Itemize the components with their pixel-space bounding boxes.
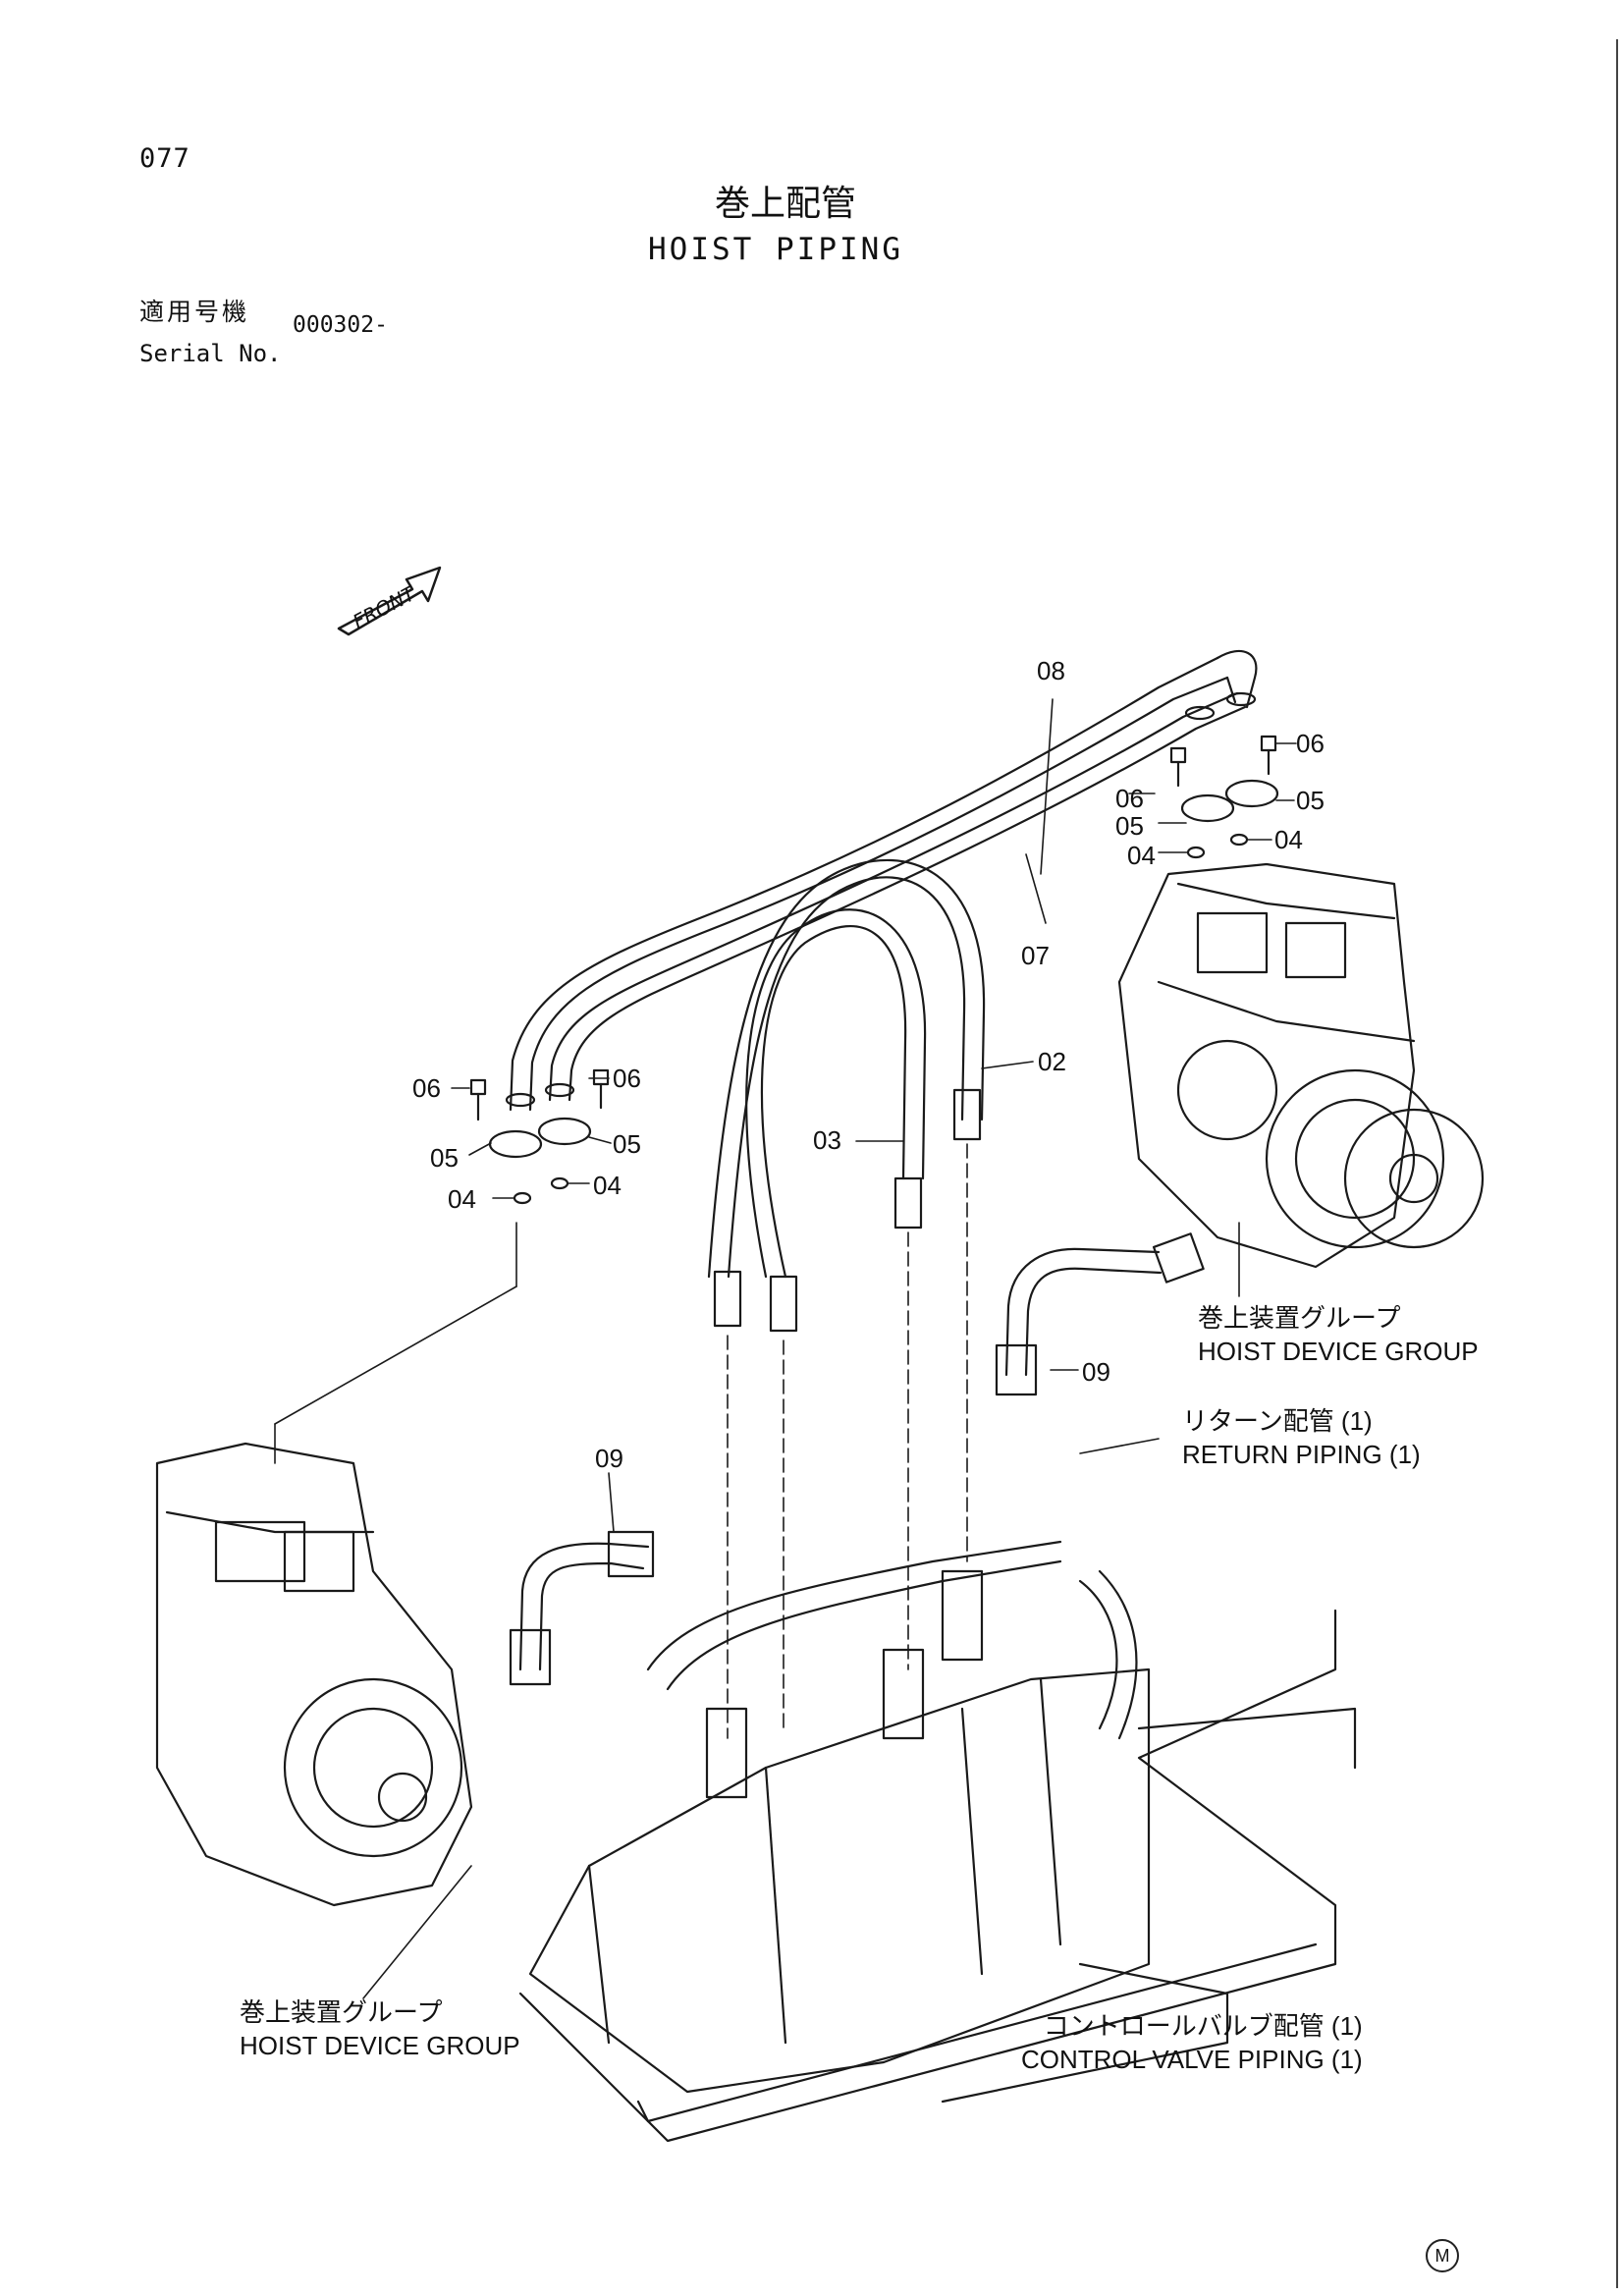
control-valve-piping-en: CONTROL VALVE PIPING (1) [1021, 2045, 1363, 2074]
page-number: 077 [139, 143, 190, 174]
part-label-08: 08 [1037, 656, 1065, 685]
maker-mark-icon: M [1426, 2239, 1459, 2272]
part-label-06-left-b: 06 [613, 1064, 641, 1093]
return-piping-group: リターン配管 (1) RETURN PIPING (1) [1182, 1404, 1421, 1471]
control-valve-drawing [528, 1540, 1151, 2094]
front-label: FRONT [349, 580, 420, 633]
elbow-right-07 [1225, 676, 1237, 704]
hose-03 [745, 908, 927, 1279]
base-frame-drawing [518, 1609, 1357, 2143]
fitting-left-b [544, 1082, 575, 1098]
flanges-right [1169, 735, 1279, 859]
fitting-right-b [1225, 691, 1257, 707]
leader-lines [274, 698, 1297, 1999]
fitting-02 [952, 1088, 982, 1141]
part-label-05-right-upper: 05 [1296, 786, 1325, 815]
part-label-02: 02 [1038, 1047, 1066, 1076]
return-piping-jp: リターン配管 (1) [1182, 1406, 1373, 1436]
hoist-device-group-right: 巻上装置グループ HOIST DEVICE GROUP [1198, 1301, 1479, 1368]
hose-08 [509, 656, 1229, 1112]
hoist-device-group-right-en: HOIST DEVICE GROUP [1198, 1337, 1479, 1366]
hoist-device-left-drawing [155, 1442, 473, 1907]
fitting-03 [893, 1176, 923, 1230]
part-label-04-left-b: 04 [593, 1171, 622, 1200]
page-title-jp: 巻上配管 [714, 184, 856, 224]
control-valve-piping-group: コントロールバルブ配管 (1) CONTROL VALVE PIPING (1) [1021, 2009, 1363, 2076]
part-label-06-right-upper: 06 [1296, 729, 1325, 758]
serial-number: 000302- [293, 312, 388, 338]
hose-09-left [509, 1530, 655, 1686]
part-label-09-left: 09 [595, 1444, 623, 1473]
hose-09-right [995, 1232, 1205, 1396]
serial-label-jp: 適用号機 [139, 298, 250, 326]
fitting-left-hose-b [769, 1275, 798, 1333]
part-label-05-right-lower: 05 [1115, 811, 1144, 841]
part-label-06-right-lower: 06 [1115, 784, 1144, 813]
hoist-device-group-left-jp: 巻上装置グループ [240, 1997, 443, 2027]
part-label-07: 07 [1021, 941, 1050, 970]
page-title-en: HOIST PIPING [648, 232, 903, 267]
hoist-device-group-left: 巻上装置グループ HOIST DEVICE GROUP [240, 1995, 520, 2062]
hose-07 [548, 691, 1247, 1102]
part-label-03: 03 [813, 1125, 841, 1155]
hoist-device-group-left-en: HOIST DEVICE GROUP [240, 2031, 520, 2060]
fitting-left-a [505, 1092, 536, 1108]
page-edge-line [1616, 39, 1618, 2288]
serial-label-en: Serial No. [139, 340, 282, 367]
front-arrow-icon: FRONT [337, 566, 442, 636]
hoist-device-group-right-jp: 巻上装置グループ [1198, 1303, 1401, 1333]
part-label-04-right-upper: 04 [1274, 825, 1303, 854]
fitting-left-hose-a [713, 1270, 742, 1328]
part-label-04-left-a: 04 [448, 1184, 476, 1214]
elbow-right-08 [1216, 649, 1258, 709]
fitting-right-a [1184, 705, 1216, 721]
hose-02 [707, 858, 986, 1279]
part-label-05-left-b: 05 [613, 1129, 641, 1159]
part-label-09-right: 09 [1082, 1357, 1110, 1387]
control-valve-piping-jp: コントロールバルブ配管 (1) [1043, 2011, 1363, 2041]
return-piping-en: RETURN PIPING (1) [1182, 1440, 1421, 1469]
part-label-04-right-lower: 04 [1127, 841, 1156, 870]
part-label-06-left-a: 06 [412, 1073, 441, 1103]
part-label-05-left-a: 05 [430, 1143, 459, 1173]
hoist-device-right-drawing [1117, 862, 1485, 1269]
